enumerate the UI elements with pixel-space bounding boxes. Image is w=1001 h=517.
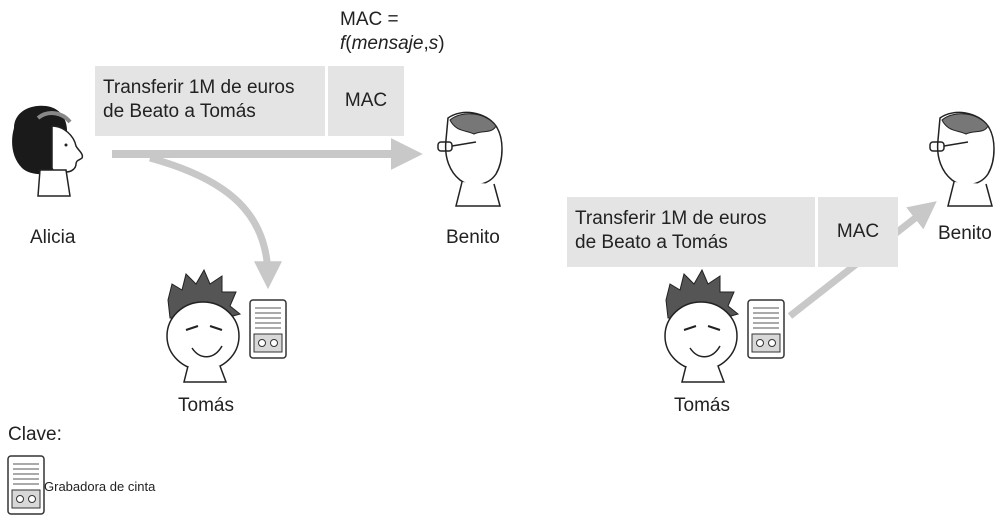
right-message-line2: de Beato a Tomás (575, 232, 728, 253)
mac-formula-func: f (340, 33, 346, 54)
right-message-text: Transferir 1M de euros de Beato a Tomás (567, 197, 815, 267)
tomas-left-label: Tomás (178, 395, 234, 416)
tomas-right-label: Tomás (674, 395, 730, 416)
right-message-mac: MAC (818, 197, 898, 267)
mac-formula-expression: f(mensaje,s) (340, 33, 445, 54)
tomas-right-figure (664, 268, 740, 383)
tomas-left-figure (166, 268, 242, 383)
benito-left-figure (437, 111, 503, 207)
recorder-left-icon (249, 299, 287, 359)
benito-right-label: Benito (938, 223, 992, 244)
recorder-right-icon (747, 299, 785, 359)
left-message-line2: de Beato a Tomás (103, 101, 256, 122)
left-message-mac: MAC (328, 66, 404, 136)
key-recorder-label: Grabadora de cinta (44, 479, 156, 494)
benito-left-label: Benito (446, 227, 500, 248)
alicia-figure (12, 105, 84, 197)
arrow-alicia-to-tomas (149, 154, 282, 290)
benito-right-figure (929, 111, 995, 207)
mac-formula: MAC = f(mensaje,s) (340, 8, 445, 56)
right-message-line1: Transferir 1M de euros (575, 208, 767, 229)
key-recorder-icon (7, 455, 45, 515)
left-message-line1: Transferir 1M de euros (103, 77, 295, 98)
mac-formula-arg1: mensaje (351, 33, 424, 54)
mac-formula-arg2: s (428, 33, 439, 54)
alicia-label: Alicia (30, 227, 76, 248)
left-message-text: Transferir 1M de euros de Beato a Tomás (95, 66, 325, 136)
mac-formula-prefix: MAC = (340, 9, 399, 30)
key-title: Clave: (8, 424, 62, 445)
left-message-box: Transferir 1M de euros de Beato a Tomás … (95, 66, 404, 136)
right-message-box: Transferir 1M de euros de Beato a Tomás … (567, 197, 898, 267)
